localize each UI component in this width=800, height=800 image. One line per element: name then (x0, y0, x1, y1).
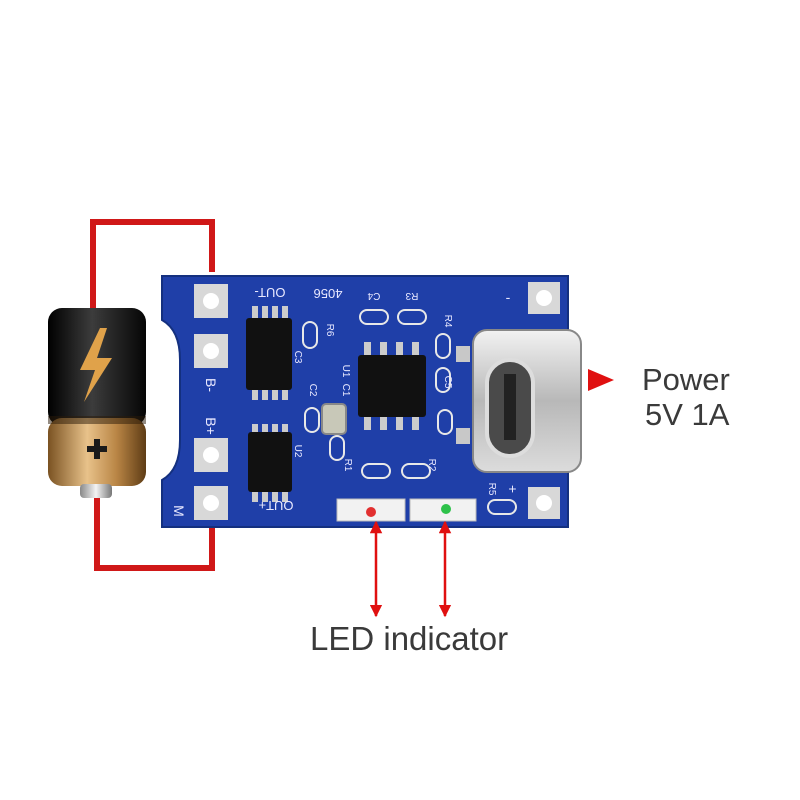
wire-top (90, 219, 215, 312)
capacitor-c1 (321, 403, 347, 435)
led-indicator-label: LED indicator (310, 620, 509, 657)
label-u1: U1 (340, 365, 351, 378)
led-arrows (369, 520, 452, 618)
power-arrow (588, 369, 614, 391)
label-c2: C2 (307, 384, 318, 397)
usb-c-connector-icon (456, 329, 582, 473)
mosfet-chip-upper (246, 306, 292, 400)
label-u2: U2 (292, 445, 303, 458)
label-r6: R6 (324, 324, 335, 337)
label-plus: + (505, 485, 521, 493)
label-r4: R4 (442, 315, 453, 328)
label-r5: R5 (486, 483, 497, 496)
battery-wires (90, 219, 215, 571)
left-pads (194, 284, 228, 520)
label-c5: C5 (442, 376, 453, 389)
label-ic-name: 4056 (314, 286, 343, 301)
label-minus: - (506, 289, 511, 305)
power-spec-label: 5V 1A (645, 397, 730, 432)
label-out-plus: OUT+ (258, 498, 293, 513)
label-r1: R1 (342, 459, 353, 472)
led-indicators (336, 498, 477, 522)
label-r3: R3 (405, 290, 418, 301)
lightning-bolt-icon (80, 328, 112, 402)
mosfet-chip-lower (248, 424, 292, 502)
right-pads (528, 282, 560, 519)
label-m: M (171, 505, 187, 517)
charger-ic (358, 342, 426, 430)
label-c1: C1 (340, 384, 351, 397)
label-b-plus: B+ (203, 417, 219, 435)
power-label: Power (642, 362, 730, 397)
small-components (302, 309, 517, 515)
label-out-minus: OUT- (254, 285, 285, 300)
pcb-board: OUT- 4056 C4 R3 - R6 C3 U1 C1 C2 R4 C5 U… (161, 275, 582, 528)
label-r2: R2 (426, 459, 437, 472)
plus-symbol (87, 439, 107, 459)
battery-icon (48, 308, 146, 498)
label-b-minus: B- (203, 378, 219, 392)
wire-bottom (94, 495, 215, 571)
label-c3: C3 (292, 351, 303, 364)
label-c4: C4 (367, 290, 380, 301)
